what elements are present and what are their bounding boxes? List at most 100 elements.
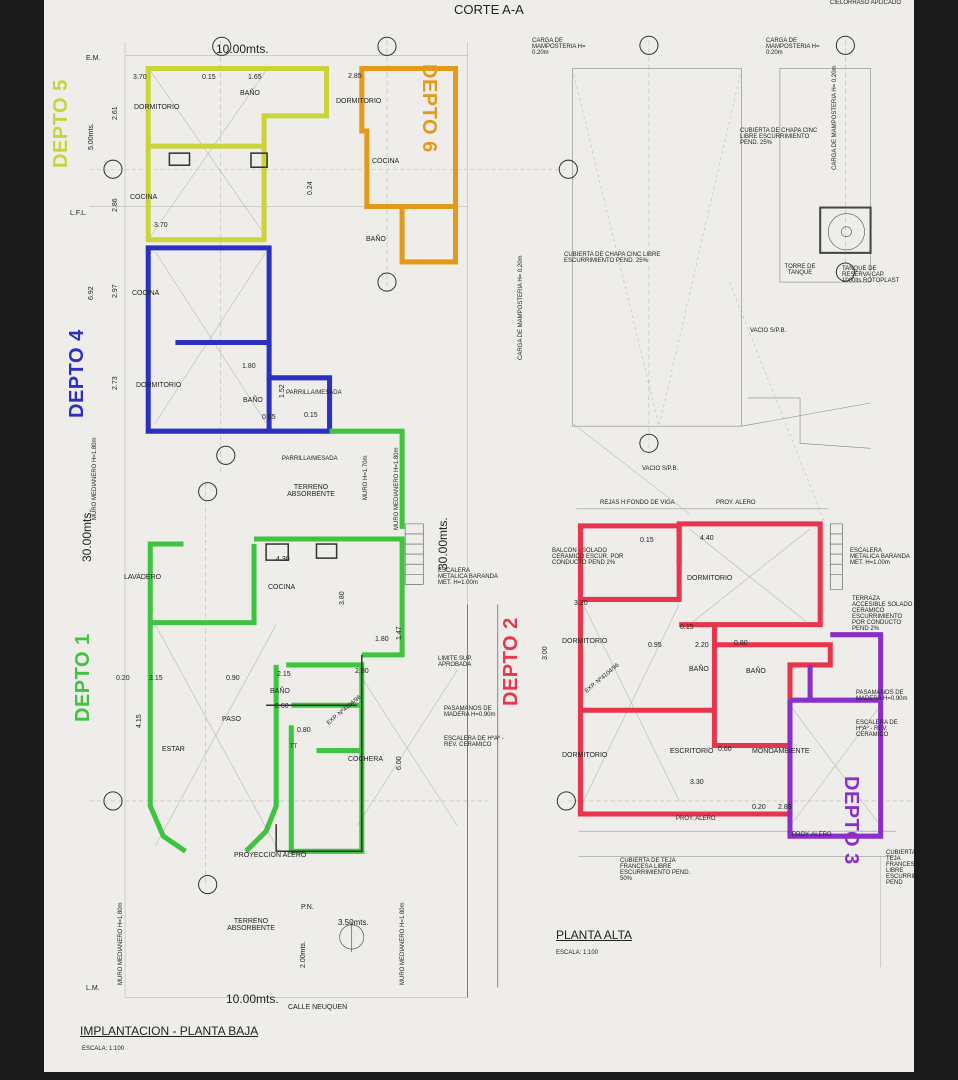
north-label: P.N.: [301, 904, 314, 911]
muro-medianero-left: MURO MEDIANERO H=1.80m: [92, 437, 98, 520]
dim: 2.97: [112, 284, 119, 298]
dim: 2.15: [277, 671, 291, 678]
setback-v-dim: 2.00mts.: [300, 941, 307, 968]
planta-alta-title: PLANTA ALTA: [556, 928, 633, 942]
dim: 1.80: [375, 636, 389, 643]
muro-medianero-bottom-left: MURO MEDIANERO H=1.80m: [118, 902, 124, 985]
dim: 4.15: [136, 714, 143, 728]
depto-1-label: DEPTO 1: [72, 633, 94, 722]
dim: 3.70: [133, 74, 147, 81]
d1-tt: TT: [290, 744, 298, 750]
d5-cocina: COCINA: [130, 194, 158, 201]
parrilla-top: PARRILLA/MESADA: [286, 390, 342, 396]
d1-estar: ESTAR: [162, 746, 185, 753]
dim: 0.80: [297, 727, 311, 734]
pa-carga-vertical-left: CARGA DE MAMPOSTERIA H= 0.20m: [518, 255, 524, 360]
d6-bano: BAÑO: [366, 236, 386, 243]
planta-baja-scale: ESCALA: 1:100: [82, 1046, 125, 1052]
d4-dormitorio: DORMITORIO: [136, 382, 182, 389]
plan-sheet: CORTE A-A CIELORRASO APLICADO DEPTO 5 DE…: [44, 0, 914, 1072]
floor-plan-drawing: [89, 35, 914, 998]
d4-bano: BAÑO: [243, 397, 263, 404]
building-outline: [168, 152, 363, 853]
d1-lavadero: LAVADERO: [124, 574, 162, 581]
depto-5-label: DEPTO 5: [50, 79, 72, 168]
setback-dim: 3.50mts.: [338, 918, 369, 927]
d1-paso: PASO: [222, 716, 241, 723]
dim: 3.30: [690, 779, 704, 786]
dim: 6.92: [88, 286, 95, 300]
dim: 0.65: [262, 414, 276, 421]
section-title: CORTE A-A: [454, 2, 524, 17]
dim: 1.47: [396, 626, 403, 640]
dim: 2.85: [348, 73, 362, 80]
dim: 0.15: [202, 74, 216, 81]
depto-6-walls: [359, 65, 459, 265]
pb-pasamanos-note: PASAMANOS DE MADERA H=0.90m: [444, 706, 496, 718]
pa-tanque-reserva: TANQUE DE RESERVA CAP. 1000lts ROTOPLAST: [842, 266, 900, 284]
dim: 0.15: [680, 624, 694, 631]
lm-left: L.M.: [86, 985, 100, 992]
pa-monoambiente: MONOAMBIENTE: [752, 748, 810, 755]
dim: 2.90: [355, 668, 369, 675]
pa-escalera-note: ESCALERA METALICA BARANDA MET. H=1.00m: [850, 548, 910, 566]
depto-4-label: DEPTO 4: [66, 329, 88, 418]
dim: 2.73: [112, 376, 119, 390]
pa-vacio-1: VACIO S/P.B.: [750, 328, 787, 334]
d4-cocina: COCINA: [132, 290, 160, 297]
pa-pasamanos-note: PASAMANOS DE MADERA H=0.90m: [856, 690, 908, 702]
dim: 0.60: [275, 703, 289, 710]
pa-proy-alero-mid: PROY. ALERO: [676, 816, 716, 822]
depto-3-label: DEPTO 3: [840, 776, 862, 865]
dim: 2.86: [112, 198, 119, 212]
width-top: 10.00mts.: [216, 42, 269, 56]
construction-lines: [89, 40, 914, 998]
pa-carga-vertical-right: CARGA DE MAMPOSTERIA H= 0.20m: [832, 65, 838, 170]
d1-bano: BAÑO: [270, 688, 290, 695]
pa-cubierta-teja: CUBIERTA DE TEJA FRANCESA LIBRE ESCURRIM…: [620, 858, 691, 882]
dim: 1.52: [279, 384, 286, 398]
depto-2-label: DEPTO 2: [500, 617, 522, 706]
parrilla-bottom: PARRILLA/MESADA: [282, 456, 338, 462]
cochera-label: COCHERA: [348, 756, 384, 763]
pa-torre-tanque: TORRE DE TANQUE: [784, 264, 816, 276]
dim: 0.60: [718, 746, 732, 753]
dim: 0.80: [734, 640, 748, 647]
d6-dormitorio: DORMITORIO: [336, 98, 382, 105]
width-bottom: 10.00mts.: [226, 992, 279, 1006]
pa-cubierta-chapa-big: CUBIERTA DE CHAPA CINC LIBRE ESCURRIMIEN…: [564, 252, 661, 264]
d6-cocina: COCINA: [372, 158, 400, 165]
pa-escritorio: ESCRITORIO: [670, 748, 714, 755]
pa-balcon: BALCON - SOLADO CERAMICO ESCUR. POR COND…: [552, 548, 624, 566]
pa-dormitorio-1: DORMITORIO: [687, 575, 733, 582]
dim: 3.80: [339, 591, 346, 605]
dim: 4.40: [700, 535, 714, 542]
dim: 3.15: [149, 675, 163, 682]
pa-cubierta-right: CUBIERTA TEJA FRANCESA LIBRE ESCURRIMIEN…: [886, 850, 914, 886]
dim: 0.95: [648, 642, 662, 649]
street-name: CALLE NEUQUEN: [288, 1004, 348, 1011]
pa-rejas: REJAS H:FONDO DE VIGA: [600, 500, 675, 506]
dim: 2.20: [695, 642, 709, 649]
pb-escalera-note: ESCALERA METALICA BARANDA MET. H=1.00m: [438, 568, 498, 586]
lfl-dim: 5.00mts.: [88, 123, 95, 150]
pb-escalera-ha-note: ESCALERA DE HºAº - REV. CERAMICO: [444, 736, 504, 748]
dim: 0.20: [116, 675, 130, 682]
em-left: E.M.: [86, 55, 101, 62]
dim: 0.90: [226, 675, 240, 682]
d1-cocina: COCINA: [268, 584, 296, 591]
dim: 0.20: [752, 804, 766, 811]
depto-6-label: DEPTO 6: [418, 64, 440, 153]
d5-dormitorio: DORMITORIO: [134, 104, 180, 111]
corner-note: CIELORRASO APLICADO: [830, 0, 902, 6]
pa-carga-right: CARGA DE MAMPOSTERIA H= 0.20m: [766, 38, 820, 56]
dim: 6.00: [396, 756, 403, 770]
muro-medianero-right: MURO MEDIANERO H=1.80m: [394, 447, 400, 530]
d5-bano: BAÑO: [240, 90, 260, 97]
depto-4-walls: [145, 245, 333, 434]
pa-terraza-note: TERRAZA ACCESIBLE SOLADO CERAMICO ESCURR…: [852, 596, 913, 632]
pb-limite-note: LIMITE SUP. APROBADA: [438, 656, 473, 668]
depto-5-walls: [145, 65, 330, 243]
terreno-absorbente-bottom: TERRENO ABSORBENTE: [227, 918, 275, 932]
dim: 0.15: [640, 537, 654, 544]
